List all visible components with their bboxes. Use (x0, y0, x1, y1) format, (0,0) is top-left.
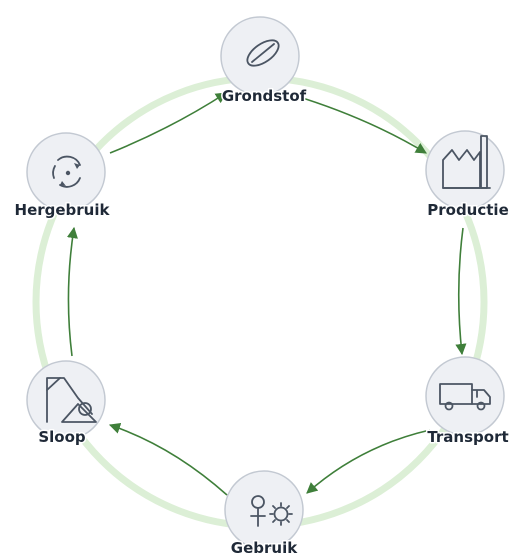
node-label-grondstof: Grondstof (222, 87, 307, 105)
demolition-crane-icon (46, 377, 97, 423)
person-gear-icon (250, 495, 293, 527)
node-productie: Productie (425, 130, 510, 221)
node-transport: Transport (425, 356, 510, 448)
arrow-hergebruik-grondstof (109, 92, 227, 154)
cycle-ring (32, 74, 488, 530)
truck-icon (439, 383, 491, 411)
node-label-gebruik: Gebruik (231, 539, 298, 557)
node-grondstof: Grondstof (220, 16, 308, 107)
node-sloop: Sloop (26, 360, 106, 448)
arrow-productie-transport (455, 227, 467, 356)
recycle-icon (52, 155, 81, 188)
node-label-sloop: Sloop (38, 428, 86, 446)
node-label-hergebruik: Hergebruik (15, 201, 111, 219)
arrow-grondstof-productie (292, 94, 427, 154)
arrow-gebruik-sloop (108, 422, 228, 496)
leaf-icon (246, 39, 280, 67)
arrow-sloop-hergebruik (66, 226, 78, 357)
node-label-productie: Productie (427, 201, 509, 219)
factory-icon (442, 135, 491, 189)
arrow-transport-gebruik (306, 429, 431, 494)
cycle-arrows (66, 92, 467, 496)
node-label-transport: Transport (427, 428, 508, 446)
node-gebruik: Gebruik (224, 470, 304, 559)
node-hergebruik: Hergebruik (13, 132, 112, 221)
